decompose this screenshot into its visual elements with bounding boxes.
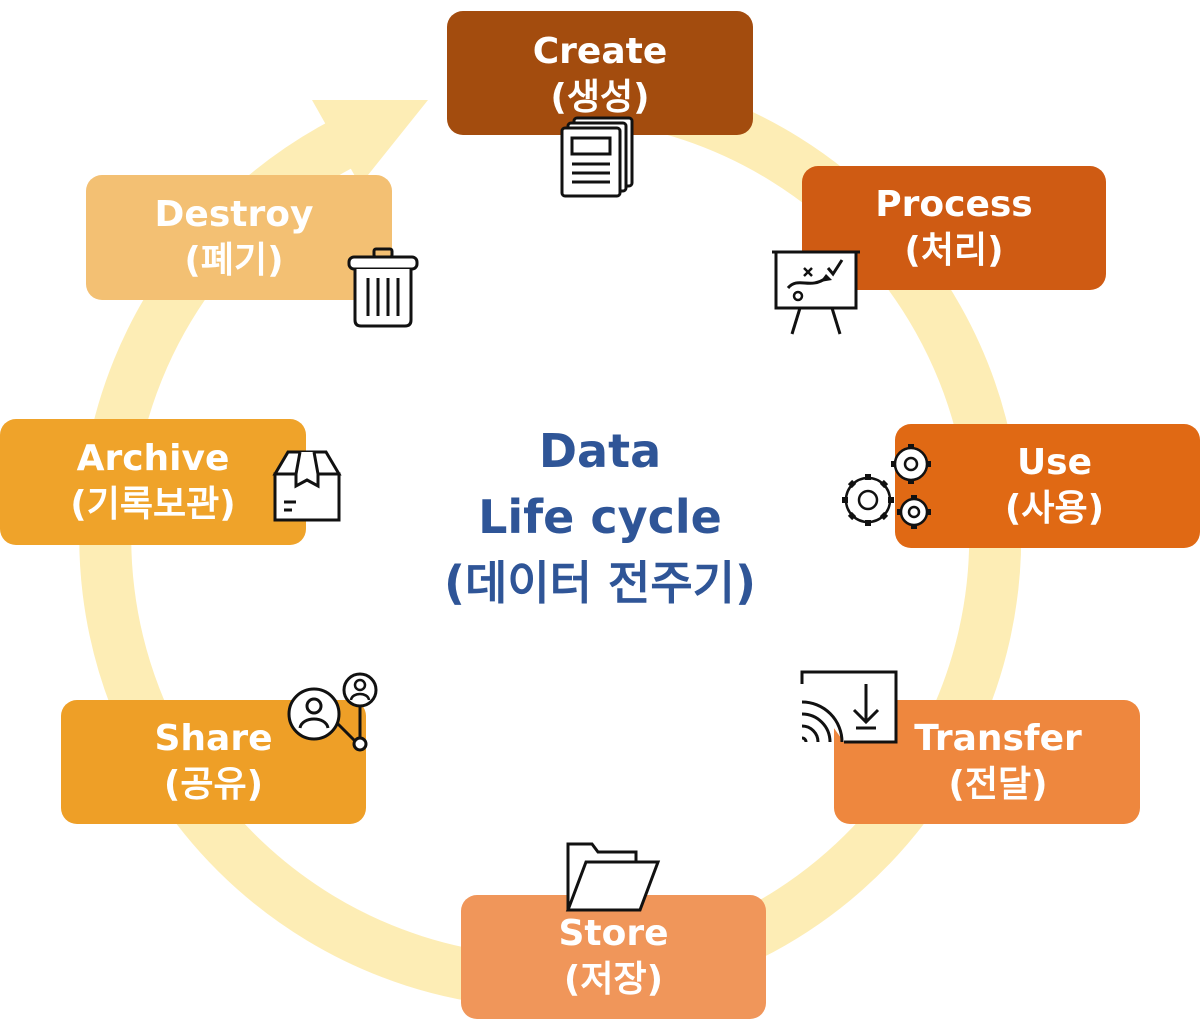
center-title: Data Life cycle (데이터 전주기) [360,418,840,616]
stage-use: Use (사용) [895,424,1200,548]
stage-destroy-korean: (폐기) [184,239,284,281]
stage-create: Create (생성) [447,11,753,135]
stage-store: Store (저장) [461,895,766,1019]
document-stack-icon [560,116,634,198]
trash-bin-icon [347,247,419,328]
stage-share-label: Share [154,718,273,759]
center-title-line1: Data [538,424,662,478]
cast-download-icon [800,670,898,744]
stage-store-label: Store [558,913,669,954]
stage-archive-korean: (기록보관) [70,484,236,525]
stage-create-label: Create [532,31,668,72]
stage-archive-label: Archive [76,438,230,479]
stage-archive: Archive (기록보관) [0,419,306,545]
package-box-icon [272,450,342,522]
stage-destroy-label: Destroy [154,193,314,235]
stage-use-korean: (사용) [1004,488,1105,529]
center-title-line3: (데이터 전주기) [444,556,756,610]
open-folder-icon [565,842,661,912]
stage-store-korean: (저장) [563,959,664,1000]
center-title-line2: Life cycle [478,490,722,544]
presentation-board-icon [772,250,860,335]
stage-transfer-label: Transfer [914,718,1082,759]
user-network-icon [287,672,378,752]
gears-icon [842,444,931,529]
stage-transfer-korean: (전달) [948,764,1048,805]
stage-process-label: Process [875,184,1033,225]
stage-destroy: Destroy (폐기) [86,175,392,300]
stage-use-label: Use [1016,442,1093,483]
stage-create-korean: (생성) [550,77,650,118]
stage-process-korean: (처리) [904,230,1004,271]
stage-share-korean: (공유) [163,764,264,805]
cycle-arrowhead [312,100,428,185]
